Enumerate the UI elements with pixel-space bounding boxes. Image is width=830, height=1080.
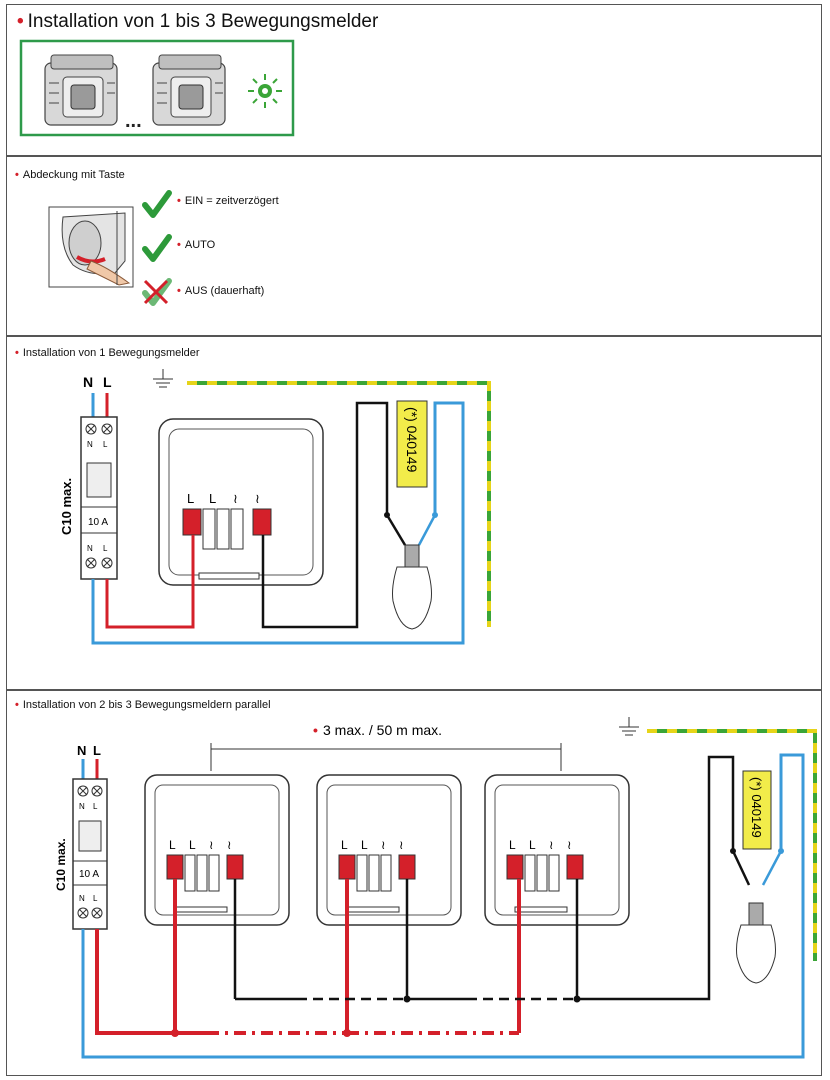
breaker-type-label: C10 max. [59, 478, 74, 535]
motion-detector-module: L L ≀ ≀ [484, 774, 630, 926]
svg-text:L: L [93, 802, 98, 811]
section-title: •Installation von 1 Bewegungsmelder [15, 347, 200, 359]
terminal-label: ≀ [227, 838, 232, 852]
circuit-breaker: N L 10 A N L [80, 416, 118, 580]
motion-detector-module: L L ≀ ≀ [158, 418, 324, 586]
section-device-count: •Installation von 1 bis 3 Bewegungsmelde… [6, 4, 822, 156]
earth-icon [153, 369, 173, 388]
device-illustration: ... [19, 39, 295, 137]
motion-detector-module [44, 54, 118, 126]
lamp-reference-text: (*) 040149 [404, 407, 420, 473]
led-indicator-icon [248, 74, 282, 108]
terminal-label: ≀ [567, 838, 572, 852]
not-allowed-icon [142, 278, 172, 306]
terminal-label: ≀ [381, 838, 386, 852]
line-label: L [103, 374, 112, 390]
section-title: •Abdeckung mit Taste [15, 169, 125, 181]
section-title: •Installation von 1 bis 3 Bewegungsmelde… [17, 11, 379, 32]
cover-illustration [48, 190, 172, 306]
terminal-label: L [361, 838, 368, 852]
neutral-label: N [83, 374, 93, 390]
motion-detector-module [152, 54, 226, 126]
option-off-permanent: •AUS (dauerhaft) [177, 285, 265, 297]
lamp-icon [392, 544, 432, 630]
svg-text:N: N [87, 544, 93, 553]
section-single-detector: •Installation von 1 Bewegungsmelder N L … [6, 336, 822, 690]
terminal-label: L [209, 491, 216, 506]
lamp-reference-label [742, 770, 772, 850]
svg-text:•: • [313, 722, 318, 738]
line-label: L [93, 743, 101, 758]
lamp-icon [736, 902, 776, 984]
terminal-label: L [187, 491, 194, 506]
breaker-type-label: C10 max. [54, 838, 68, 891]
cover-button-image [61, 211, 131, 286]
svg-text:N: N [79, 894, 85, 903]
option-on-delayed: •EIN = zeitverzögert [177, 195, 279, 207]
svg-text:L: L [103, 440, 108, 449]
terminal-label: L [169, 838, 176, 852]
terminal-label: ≀ [399, 838, 404, 852]
motion-detector-module: L L ≀ ≀ [144, 774, 290, 926]
breaker-rating: 10 A [79, 869, 99, 880]
earth-icon [619, 717, 639, 736]
terminal-label: L [529, 838, 536, 852]
distance-label: 3 max. / 50 m max. [323, 722, 442, 738]
terminal-label: ≀ [233, 491, 238, 506]
option-auto: •AUTO [177, 239, 216, 251]
lamp-reference-label [396, 400, 428, 488]
device-frame [19, 39, 295, 137]
terminal-label: ≀ [255, 491, 260, 506]
terminal-label: ≀ [209, 838, 214, 852]
svg-text:L: L [103, 544, 108, 553]
neutral-label: N [77, 743, 86, 758]
section-cover-button: •Abdeckung mit Taste •EIN = zeitverzöger… [6, 156, 822, 336]
breaker-rating: 10 A [88, 517, 108, 528]
terminal-label: L [341, 838, 348, 852]
svg-text:N: N [87, 440, 93, 449]
checkmark-icon [142, 190, 172, 218]
terminal-label: L [189, 838, 196, 852]
section-parallel-detectors: •Installation von 2 bis 3 Bewegungsmelde… [6, 690, 822, 1076]
svg-text:N: N [79, 802, 85, 811]
terminal-label: L [509, 838, 516, 852]
section-title: •Installation von 2 bis 3 Bewegungsmelde… [15, 699, 271, 711]
terminal-label: ≀ [549, 838, 554, 852]
svg-text:L: L [93, 894, 98, 903]
motion-detector-module: L L ≀ ≀ [316, 774, 462, 926]
lamp-reference-text: (*) 040149 [749, 777, 764, 838]
ellipsis: ... [125, 110, 142, 132]
checkmark-icon [142, 234, 172, 262]
